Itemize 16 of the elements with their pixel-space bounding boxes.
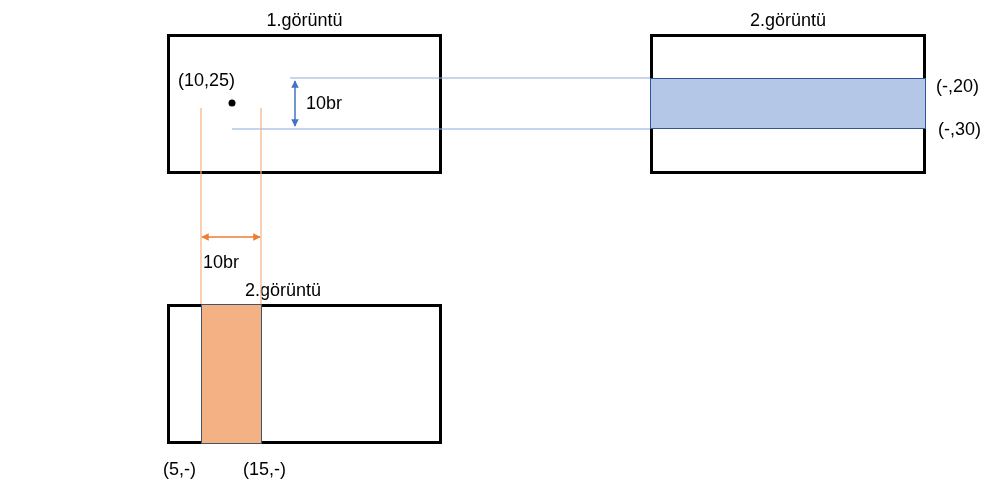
image-title: 2.görüntü	[748, 9, 828, 31]
projection-line	[231, 128, 651, 130]
projection-line	[289, 77, 651, 79]
coordinate-label: (-,30)	[938, 118, 981, 141]
highlight-band	[201, 304, 262, 444]
coordinate-label: (15,-)	[243, 458, 286, 481]
projection-line	[200, 107, 202, 305]
coordinate-label: 10br	[306, 92, 343, 115]
highlight-band	[650, 78, 926, 129]
image-title: 2.görüntü	[245, 279, 323, 301]
coordinate-label: (10,25)	[178, 69, 236, 92]
image-title: 1.görüntü	[265, 9, 344, 31]
projection-line	[260, 107, 262, 305]
coordinate-label: (5,-)	[163, 458, 196, 481]
coordinate-label: (-,20)	[936, 75, 979, 98]
coordinate-label: 10br	[203, 251, 240, 274]
